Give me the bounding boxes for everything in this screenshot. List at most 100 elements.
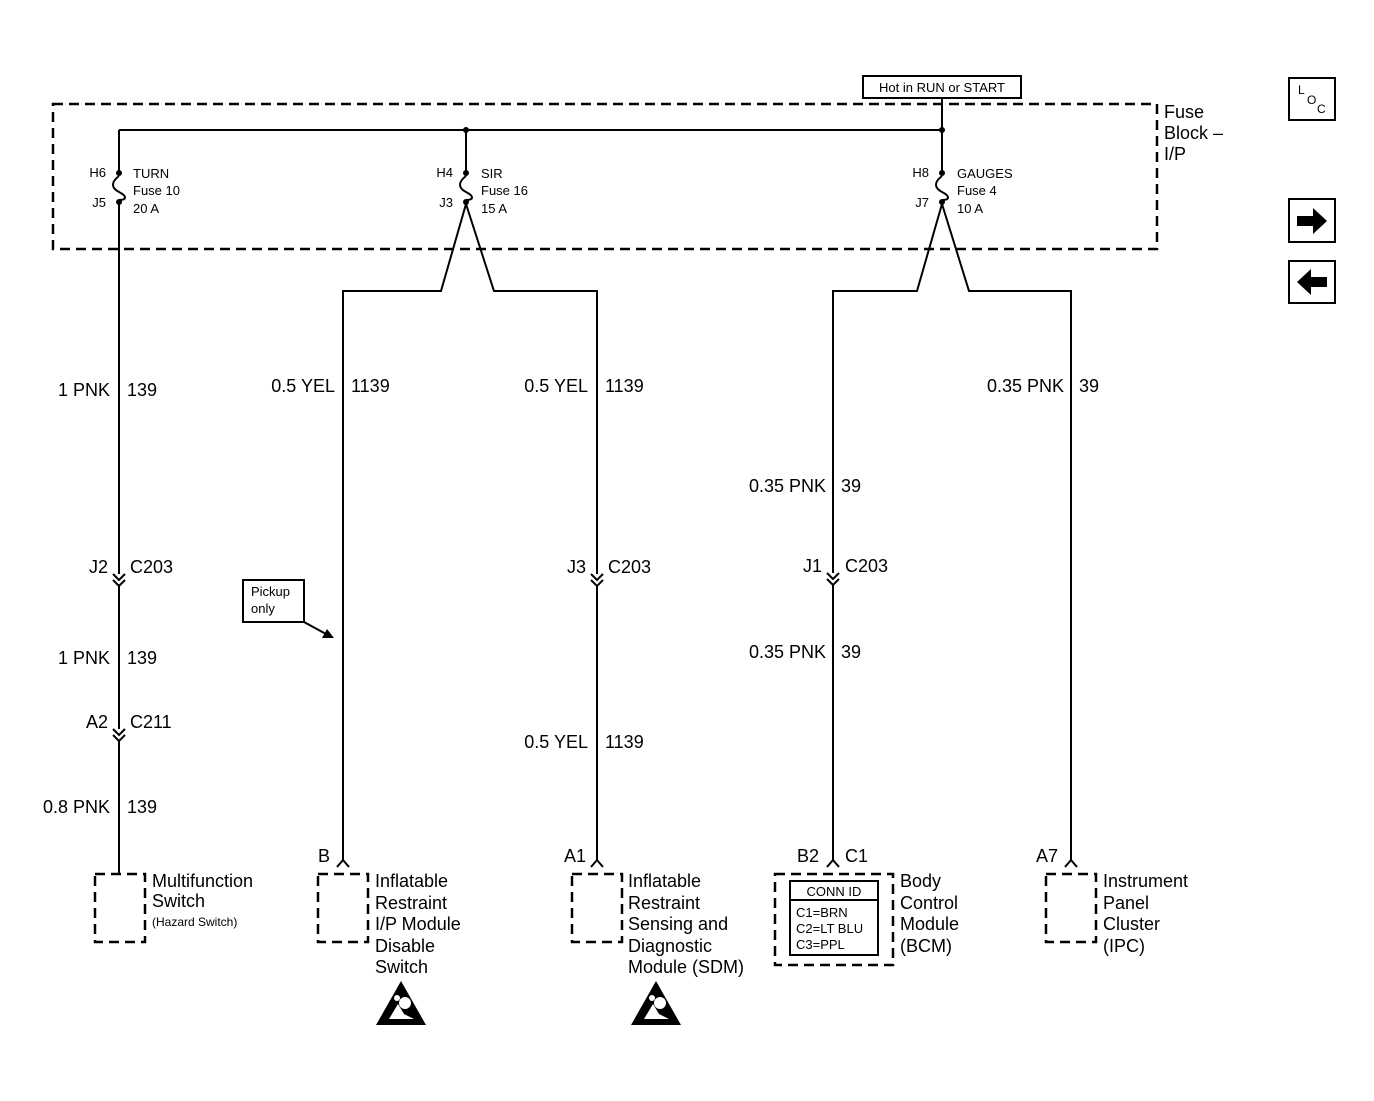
component-label: Multifunction	[152, 871, 253, 891]
component-pin: B	[318, 846, 330, 866]
component-label: Cluster	[1103, 914, 1160, 934]
wire-label: 0.8 PNK	[43, 797, 110, 817]
component-label: Panel	[1103, 893, 1149, 913]
component-label: Disable	[375, 936, 435, 956]
body-control-module: B2 C1 CONN ID C1=BRN C2=LT BLU C3=PPL Bo…	[773, 846, 959, 967]
fuse-gauges: H8 J7 GAUGES Fuse 4 10 A	[912, 130, 1013, 216]
fuse-turn-number: Fuse 10	[133, 183, 180, 198]
fuse-block-label-line2: Block –	[1164, 123, 1223, 143]
circuit-sir: 0.5 YEL 1139 0.5 YEL 1139 J3 C203 0.5 YE…	[271, 203, 651, 868]
component-pin: A7	[1036, 846, 1058, 866]
ip-module-disable-switch: B Inflatable Restraint I/P Module Disabl…	[316, 846, 461, 1025]
connector-pin: J1	[803, 556, 822, 576]
connector-name: C203	[608, 557, 651, 577]
fuse-gauges-in-pin: H8	[912, 165, 929, 180]
conn-id-entry: C3=PPL	[796, 937, 845, 952]
fuse-gauges-name: GAUGES	[957, 166, 1013, 181]
component-label: Inflatable	[375, 871, 448, 891]
circuit-number: 39	[841, 642, 861, 662]
component-label: (IPC)	[1103, 936, 1145, 956]
connector-name: C203	[130, 557, 173, 577]
component-label: Module (SDM)	[628, 957, 744, 977]
circuit-number: 39	[841, 476, 861, 496]
component-pin: B2	[797, 846, 819, 866]
locator-button[interactable]: L O C	[1288, 77, 1336, 121]
wire-label: 0.35 PNK	[749, 476, 826, 496]
circuit-number: 39	[1079, 376, 1099, 396]
component-connector: C1	[845, 846, 868, 866]
note-line2: only	[251, 601, 275, 616]
fuse-sir: H4 J3 SIR Fuse 16 15 A	[436, 130, 528, 216]
fuse-sir-name: SIR	[481, 166, 503, 181]
circuit-number: 139	[127, 380, 157, 400]
power-source: Hot in RUN or START	[862, 75, 1022, 130]
circuit-number: 1139	[605, 732, 644, 752]
component-label: Sensing and	[628, 914, 728, 934]
fuse-turn-out-pin: J5	[92, 195, 106, 210]
fuse-block-label-line3: I/P	[1164, 144, 1186, 164]
component-label: Switch	[375, 957, 428, 977]
arrow-left-icon	[1297, 269, 1327, 295]
component-label: Body	[900, 871, 941, 891]
circuit-number: 1139	[605, 376, 644, 396]
component-pin: A1	[564, 846, 586, 866]
component-label: Diagnostic	[628, 936, 712, 956]
component-label: (BCM)	[900, 936, 952, 956]
sensing-diagnostic-module: A1 Inflatable Restraint Sensing and Diag…	[564, 846, 744, 1025]
fuse-sir-out-pin: J3	[439, 195, 453, 210]
wire-label: 0.5 YEL	[524, 376, 588, 396]
wire-label: 0.5 YEL	[524, 732, 588, 752]
fuse-gauges-amps: 10 A	[957, 201, 983, 216]
note-line1: Pickup	[251, 584, 290, 599]
airbag-warning-icon	[631, 981, 681, 1025]
conn-id-entry: C2=LT BLU	[796, 921, 863, 936]
power-source-label: Hot in RUN or START	[879, 80, 1005, 95]
component-label: Switch	[152, 891, 205, 911]
fuse-turn-amps: 20 A	[133, 201, 159, 216]
fuse-block-label: Fuse Block – I/P	[1164, 102, 1223, 164]
conn-id-entry: C1=BRN	[796, 905, 848, 920]
connector-name: C203	[845, 556, 888, 576]
fuse-gauges-number: Fuse 4	[957, 183, 997, 198]
airbag-warning-icon	[376, 981, 426, 1025]
fuse-gauges-out-pin: J7	[915, 195, 929, 210]
multifunction-switch: Multifunction Switch (Hazard Switch)	[93, 871, 253, 944]
connector-pin: J2	[89, 557, 108, 577]
component-label: Control	[900, 893, 958, 913]
component-label: Module	[900, 914, 959, 934]
loc-letter: O	[1307, 93, 1316, 107]
component-sublabel: (Hazard Switch)	[152, 915, 237, 929]
loc-letter: L	[1298, 83, 1305, 97]
circuit-number: 139	[127, 797, 157, 817]
wire-label: 0.5 YEL	[271, 376, 335, 396]
fuse-sir-in-pin: H4	[436, 165, 453, 180]
pickup-only-note: Pickup only	[242, 579, 334, 638]
fuse-sir-number: Fuse 16	[481, 183, 528, 198]
instrument-panel-cluster: A7 Instrument Panel Cluster (IPC)	[1036, 846, 1188, 956]
circuit-number: 139	[127, 648, 157, 668]
fuse-block-outline	[51, 102, 1159, 251]
connector-pin: A2	[86, 712, 108, 732]
component-label: I/P Module	[375, 914, 461, 934]
connector-name: C211	[130, 712, 172, 732]
component-label: Restraint	[628, 893, 700, 913]
circuit-gauges: 0.35 PNK 39 J1 C203 0.35 PNK 39 0.35 PNK…	[749, 203, 1099, 868]
previous-page-button[interactable]	[1288, 260, 1336, 304]
wire-label: 1 PNK	[58, 648, 110, 668]
conn-id-title: CONN ID	[807, 884, 862, 899]
next-page-button[interactable]	[1288, 198, 1336, 243]
circuit-turn: 1 PNK 139 J2 C203 1 PNK 139 A2 C211 0.8 …	[43, 204, 173, 874]
component-label: Inflatable	[628, 871, 701, 891]
fuse-block-label-line1: Fuse	[1164, 102, 1204, 122]
connector-pin: J3	[567, 557, 586, 577]
fuse-turn-name: TURN	[133, 166, 169, 181]
component-label: Instrument	[1103, 871, 1188, 891]
component-label: Restraint	[375, 893, 447, 913]
circuit-number: 1139	[351, 376, 390, 396]
fuse-sir-amps: 15 A	[481, 201, 507, 216]
fuse-turn: H6 J5 TURN Fuse 10 20 A	[89, 130, 180, 216]
loc-letter: C	[1317, 102, 1326, 116]
fuse-turn-in-pin: H6	[89, 165, 106, 180]
wire-label: 0.35 PNK	[987, 376, 1064, 396]
